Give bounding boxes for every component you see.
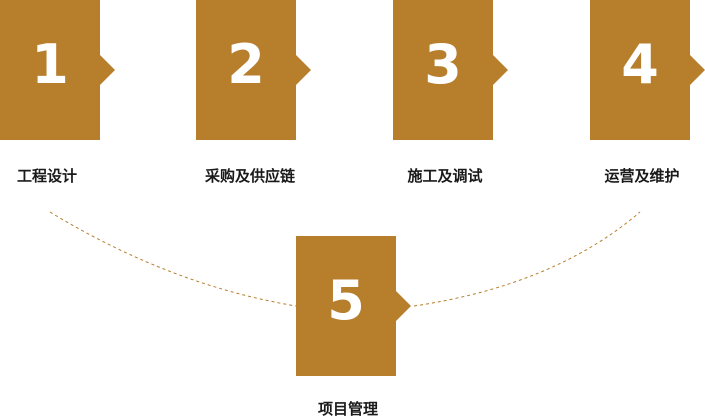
step-4-box [590,0,690,140]
step-4-arrow-icon [690,55,705,85]
step-5-number: 5 [327,269,365,332]
step-2: 2 [196,0,311,140]
step-4-label: 运营及维护 [604,167,680,185]
step-1: 1 [0,0,115,140]
step-1-label: 工程设计 [16,167,77,185]
step-5-box [296,236,396,376]
dashed-curve-left [49,211,297,307]
step-1-box [0,0,100,140]
step-5-arrow-icon [396,291,411,321]
step-3-box [393,0,493,140]
step-4-number: 4 [621,33,659,96]
step-1-arrow-icon [100,55,115,85]
step-2-number: 2 [227,33,265,96]
step-5-label: 项目管理 [317,400,378,418]
step-2-arrow-icon [296,55,311,85]
step-4: 4 [590,0,705,140]
step-2-box [196,0,296,140]
step-1-number: 1 [31,33,69,96]
step-3: 3 [393,0,508,140]
step-2-label: 采购及供应链 [204,167,295,185]
step-3-number: 3 [424,33,462,96]
step-3-label: 施工及调试 [407,167,483,185]
step-5: 5 [296,236,411,376]
step-3-arrow-icon [493,55,508,85]
dashed-curve-right [413,211,641,307]
